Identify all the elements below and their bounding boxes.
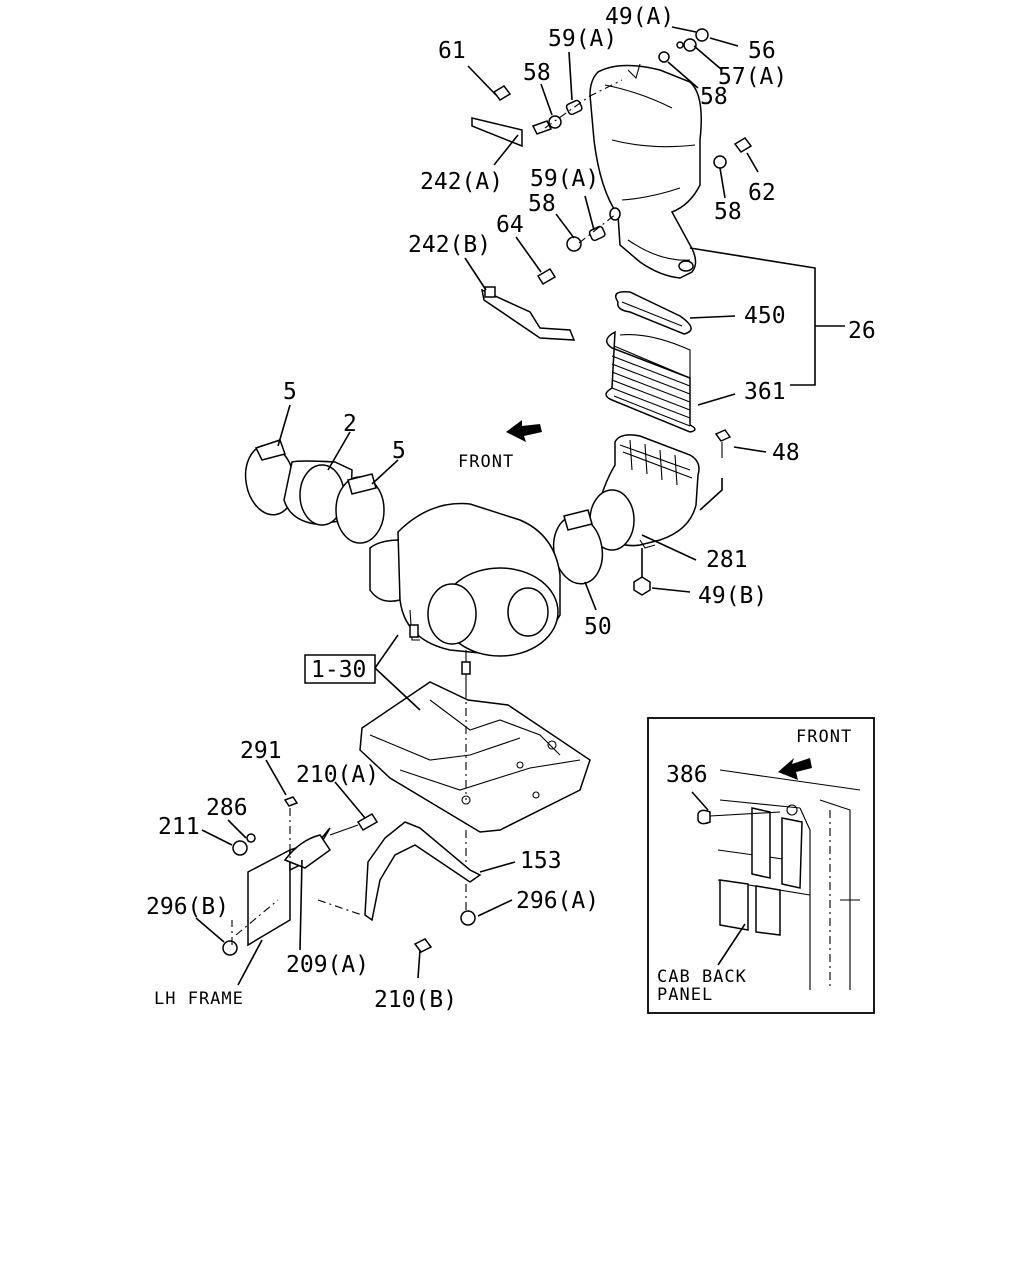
inset-cab-back-panel xyxy=(647,717,875,1014)
label-296b: 296(B) xyxy=(146,894,229,920)
bolt-48 xyxy=(714,429,767,458)
label-296a: 296(A) xyxy=(516,888,599,914)
label-210b: 210(B) xyxy=(374,987,457,1013)
label-286: 286 xyxy=(206,795,248,821)
label-59a-top: 59(A) xyxy=(548,26,617,52)
hardware-top xyxy=(471,28,753,341)
label-242a: 242(A) xyxy=(420,169,503,195)
label-5-right: 5 xyxy=(392,438,406,464)
label-211: 211 xyxy=(158,814,200,840)
air-cleaner xyxy=(369,502,561,690)
inset-front-arrow-icon xyxy=(778,758,812,780)
inset-label-cab-back: CAB BACK xyxy=(657,967,747,987)
lower-hardware xyxy=(222,796,482,956)
leader-lines-bottom xyxy=(195,759,516,986)
label-210a: 210(A) xyxy=(296,762,379,788)
front-arrow-icon xyxy=(506,420,542,442)
label-291: 291 xyxy=(240,738,282,764)
label-lh-frame: LH FRAME xyxy=(154,989,244,1009)
label-48: 48 xyxy=(772,440,800,466)
label-242b: 242(B) xyxy=(408,232,491,258)
inset-label-386: 386 xyxy=(666,762,708,788)
label-49a: 49(A) xyxy=(605,4,674,30)
label-57a: 57(A) xyxy=(718,64,787,90)
inset-label-front: FRONT xyxy=(796,727,852,747)
label-58-top-left: 58 xyxy=(523,60,551,86)
leader-lines-top xyxy=(464,26,845,406)
seal-450 xyxy=(615,290,692,335)
cleaner-bracket xyxy=(359,681,591,910)
inset-label-panel: PANEL xyxy=(657,985,713,1005)
bellows-361 xyxy=(605,330,696,433)
label-59a-mid: 59(A) xyxy=(530,166,599,192)
labels: 49(A) 56 57(A) 58 59(A) 61 58 242(A) 62 … xyxy=(146,4,876,1013)
label-361: 361 xyxy=(744,379,786,405)
label-49b: 49(B) xyxy=(698,583,767,609)
intake-duct xyxy=(589,63,702,279)
hose-and-clamps xyxy=(244,404,604,611)
label-64: 64 xyxy=(496,212,524,238)
elbow-281 xyxy=(589,434,723,596)
label-281: 281 xyxy=(706,547,748,573)
label-50: 50 xyxy=(584,614,612,640)
label-58-top-right: 58 xyxy=(700,84,728,110)
label-58-mid-left: 58 xyxy=(528,191,556,217)
label-2: 2 xyxy=(343,411,357,437)
label-58-mid-right: 58 xyxy=(714,199,742,225)
label-61: 61 xyxy=(438,38,466,64)
label-5-left: 5 xyxy=(283,379,297,405)
label-450: 450 xyxy=(744,303,786,329)
label-front-main: FRONT xyxy=(458,452,514,472)
label-56: 56 xyxy=(748,38,776,64)
label-209a: 209(A) xyxy=(286,952,369,978)
label-62: 62 xyxy=(748,180,776,206)
label-1-30: 1-30 xyxy=(311,657,366,683)
ref-box-1-30 xyxy=(304,634,421,711)
label-26: 26 xyxy=(848,318,876,344)
label-153: 153 xyxy=(520,848,562,874)
